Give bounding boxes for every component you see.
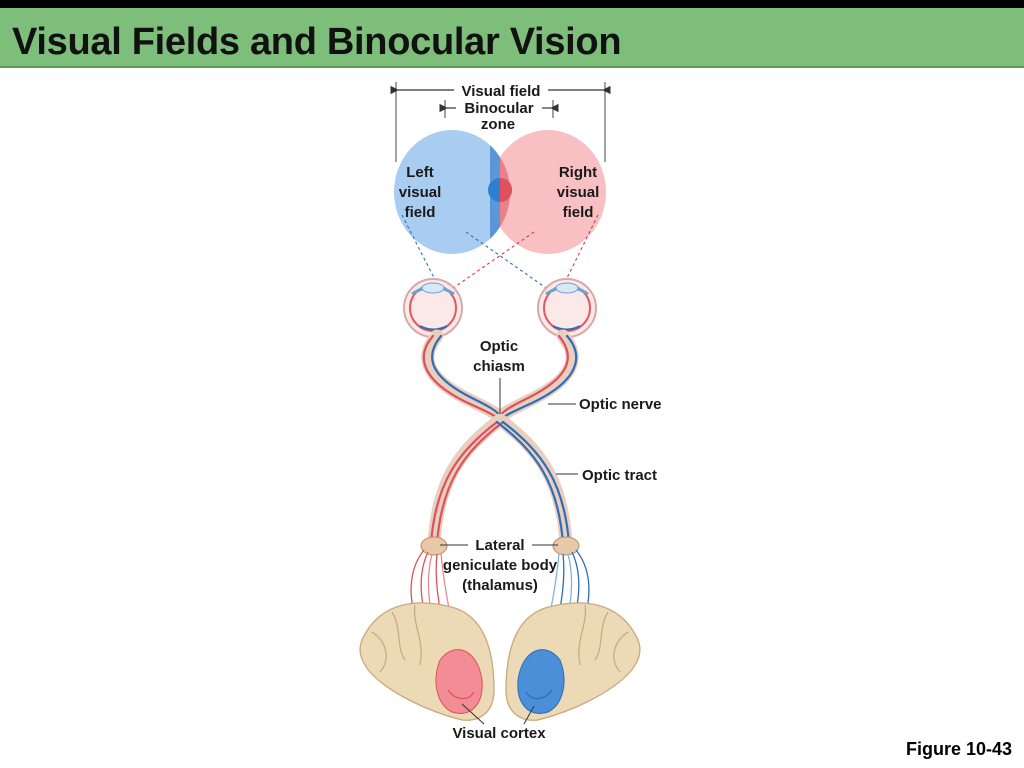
label-zone: zone: [481, 116, 515, 133]
left-visual-field: [394, 130, 510, 254]
right-visual-cortex: [517, 649, 565, 714]
lateral-geniculate-bodies: [420, 536, 580, 556]
left-occipital-lobe: [359, 602, 495, 721]
label-right-field-2: visual: [557, 184, 600, 201]
diagram-labels: Visual field Binocular zone Left visual …: [399, 83, 662, 742]
label-lgb-2: geniculate body: [443, 557, 558, 574]
label-visual-cortex: Visual cortex: [452, 725, 546, 742]
label-left-field-3: field: [405, 204, 436, 221]
label-optic-chiasm-2: chiasm: [473, 358, 525, 375]
label-right-field-1: Right: [559, 164, 597, 181]
visual-fields: [394, 130, 606, 254]
label-right-field-3: field: [563, 204, 594, 221]
title-band: Visual Fields and Binocular Vision: [0, 8, 1024, 68]
slide-title: Visual Fields and Binocular Vision: [12, 21, 622, 63]
label-lgb-1: Lateral: [475, 537, 524, 554]
right-visual-field: [490, 130, 606, 254]
right-occipital-lobe: [505, 602, 641, 721]
label-binocular: Binocular: [464, 100, 533, 117]
optic-nerves: [421, 329, 579, 425]
label-left-field-1: Left: [406, 164, 434, 181]
optic-tracts: [427, 413, 573, 550]
label-visual-field: Visual field: [462, 83, 541, 100]
left-eye: [403, 278, 463, 338]
label-optic-tract: Optic tract: [582, 467, 657, 484]
label-optic-nerve: Optic nerve: [579, 396, 662, 413]
right-eye: [537, 278, 597, 338]
label-lgb-3: (thalamus): [462, 577, 538, 594]
label-left-field-2: visual: [399, 184, 442, 201]
leader-lines: [440, 378, 578, 725]
label-optic-chiasm-1: Optic: [480, 338, 518, 355]
figure-number: Figure 10-43: [905, 739, 1012, 759]
title-divider: [0, 66, 1024, 68]
top-black-bar: [0, 0, 1024, 8]
left-visual-cortex: [435, 649, 483, 714]
binocular-zone-bracket: [439, 100, 559, 118]
visual-field-bracket: [390, 82, 611, 162]
